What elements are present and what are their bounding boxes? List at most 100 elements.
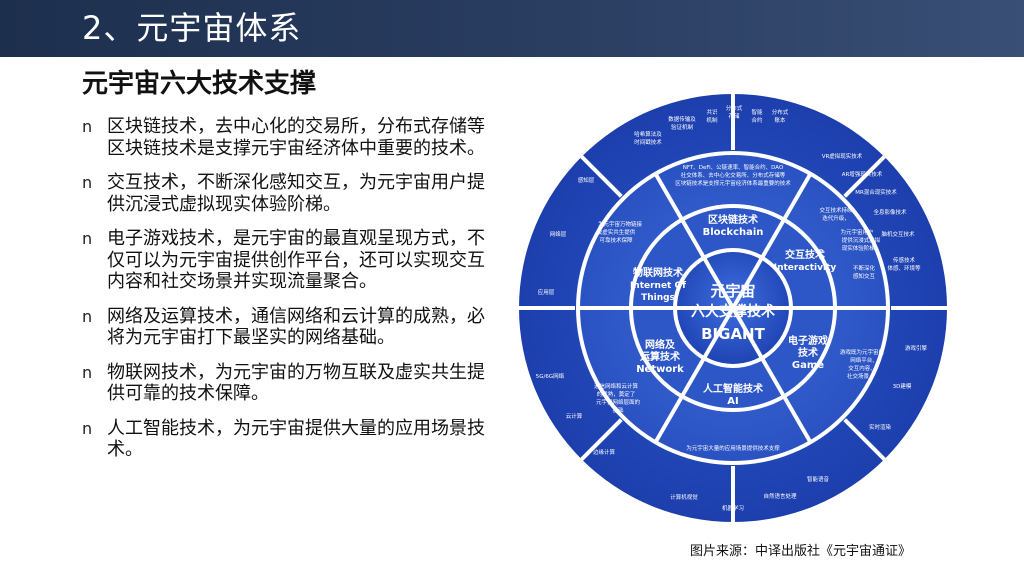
- bullet-text: 交互技术，不断深化感知交互，为元宇宙用户提供沉浸式虚拟现实体验阶梯。: [107, 172, 485, 215]
- segment-iot-en2: Things: [641, 293, 675, 303]
- note-iot-1: 为元宇宙万物链接: [598, 220, 643, 228]
- note-interactivity-3: 为元宇宙用户: [840, 228, 873, 236]
- outer-label-14: 3D建模: [893, 382, 912, 390]
- note-interactivity-5: 现实体验阶梯，: [842, 244, 881, 252]
- segment-titles: 区块链技术 Blockchain 交互技术 Interactivity 电子游戏…: [630, 213, 836, 407]
- segment-iot-en: Internet Of: [630, 281, 686, 291]
- title-bar: 2、元宇宙体系: [0, 0, 1024, 57]
- note-blockchain-1: NFT、DeFi、公链速率、智能合约、DAO: [683, 163, 784, 171]
- note-interactivity-1: 交互技术持续: [819, 206, 853, 214]
- outer-label-9: MR混合现实技术: [855, 188, 897, 196]
- center-line3: BIGANT: [701, 325, 765, 343]
- outer-label-17: 自然语言处理: [763, 492, 797, 500]
- outer-label-25: 应用层: [538, 288, 555, 296]
- segment-network-cn2: 运算技术: [640, 350, 680, 363]
- outer-label-10: 全息影像技术: [873, 208, 907, 216]
- note-interactivity-6: 不断深化: [853, 264, 876, 272]
- note-network-2: 的成熟，奠定了: [597, 390, 636, 398]
- bullet-marker: n: [82, 418, 93, 438]
- bullet-blockchain: n 区块链技术，去中心化的交易所，分布式存储等区块链技术是支撑元宇宙经济体中重要…: [82, 116, 502, 159]
- segment-game-cn2: 技术: [798, 346, 818, 359]
- bullet-marker: n: [82, 229, 93, 248]
- bullet-interactivity: n 交互技术，不断深化感知交互，为元宇宙用户提供沉浸式虚拟现实体验阶梯。: [82, 172, 502, 215]
- outer-label-19: 计算机视觉: [670, 493, 698, 501]
- bullet-text: 电子游戏技术，是元宇宙的最直观呈现方式，不仅可以为元宇宙提供创作平台，还可以实现…: [107, 228, 485, 292]
- bullet-marker: n: [82, 362, 93, 382]
- segment-ai-cn: 人工智能技术: [703, 382, 763, 395]
- bullet-text: 物联网技术，为元宇宙的万物互联及虚实共生提供可靠的技术保障。: [107, 361, 485, 405]
- slide-title: 2、元宇宙体系: [82, 9, 302, 47]
- outer-label-5b: 账本: [774, 116, 786, 124]
- diagram-svg: 元宇宙 六大支撑技术 BIGANT 区块链技术 Blockchain 交互技术 …: [517, 92, 949, 524]
- segment-iot-cn: 物联网技术: [633, 266, 683, 279]
- outer-label-7: VR虚拟现实技术: [822, 152, 863, 160]
- outer-label-6b: 时间戳技术: [634, 138, 662, 146]
- note-iot-3: 可靠技术保障: [599, 236, 633, 244]
- outer-label-18: 机器学习: [722, 504, 744, 512]
- outer-label-22: 5G/6G网络: [536, 372, 565, 380]
- inner-dividers: [629, 216, 837, 400]
- outer-label-21: 云计算: [566, 412, 583, 420]
- note-game-3: 交互内容、: [848, 364, 876, 372]
- bullet-ai: n 人工智能技术，为元宇宙提供大量的应用场景技术。: [82, 418, 502, 461]
- outer-label-5: 分布式: [772, 108, 789, 116]
- segment-game-cn: 电子游戏: [788, 334, 828, 347]
- bullet-list: n 区块链技术，去中心化的交易所，分布式存储等区块链技术是支撑元宇宙经济体中重要…: [82, 116, 502, 474]
- technology-diagram: 元宇宙 六大支撑技术 BIGANT 区块链技术 Blockchain 交互技术 …: [512, 86, 954, 537]
- image-source-caption: 图片来源：中译出版社《元宇宙通证》: [690, 544, 912, 559]
- bullet-text: 网络及运算技术，通信网络和云计算的成熟，必将为元宇宙打下最坚实的网络基础。: [107, 305, 485, 349]
- outer-label-4: 智能: [751, 108, 763, 116]
- slide-subtitle: 元宇宙六大技术支撑: [82, 69, 317, 99]
- outer-label-13: 游戏引擎: [905, 344, 928, 352]
- note-network-4: 基础: [612, 406, 624, 414]
- note-game-4: 社交场景: [847, 372, 870, 380]
- outer-label-3b: 存储: [728, 112, 740, 120]
- note-interactivity-7: 感知交互: [853, 272, 876, 280]
- bullet-network: n 网络及运算技术，通信网络和云计算的成熟，必将为元宇宙打下最坚实的网络基础。: [82, 306, 502, 349]
- note-network-3: 元宇宙网络层面的: [596, 398, 641, 406]
- outer-label-4b: 合约: [751, 116, 763, 124]
- note-game-1: 游戏既为元宇宙的: [840, 348, 885, 356]
- middle-notes: NFT、DeFi、公链速率、智能合约、DAO 社交体系、去中心化交易所、分布式存…: [594, 163, 885, 452]
- outer-label-24: 网络层: [550, 230, 567, 238]
- outer-label-23: 感知层: [578, 176, 595, 184]
- bullet-iot: n 物联网技术，为元宇宙的万物互联及虚实共生提供可靠的技术保障。: [82, 362, 502, 405]
- bullet-marker: n: [82, 173, 93, 192]
- outer-label-8: AR增强现实技术: [842, 170, 883, 178]
- segment-blockchain-en: Blockchain: [703, 227, 764, 238]
- segment-network-en: Network: [636, 364, 684, 375]
- bullet-text: 人工智能技术，为元宇宙提供大量的应用场景技术。: [107, 417, 485, 461]
- middle-dividers: [577, 171, 889, 445]
- outer-label-12b: 体感、环境等: [887, 264, 921, 272]
- outer-label-11: 脑机交互技术: [881, 230, 915, 238]
- outer-label-3: 分布式: [726, 104, 743, 112]
- center-text: 元宇宙 六大支撑技术 BIGANT: [691, 282, 775, 343]
- note-ai-1: 为元宇宙大量的应用场景提供技术支撑: [686, 444, 780, 452]
- center-line1: 元宇宙: [710, 282, 755, 300]
- center-line2: 六大支撑技术: [691, 303, 775, 320]
- bullet-text: 区块链技术，去中心化的交易所，分布式存储等区块链技术是支撑元宇宙经济体中重要的技…: [107, 116, 485, 159]
- segment-interactivity-cn: 交互技术: [785, 248, 825, 261]
- outer-label-20: 边缘计算: [593, 448, 616, 456]
- outer-label-15: 实时渲染: [869, 423, 892, 431]
- note-interactivity-2: 迭代升级，: [822, 214, 850, 222]
- outer-labels: 数据传输及 验证机制 共识 机制 分布式 存储 智能 合约 分布式 账本 哈希算…: [536, 104, 928, 512]
- segment-blockchain-cn: 区块链技术: [708, 213, 758, 226]
- outer-label-1b: 验证机制: [671, 123, 694, 131]
- outer-label-12: 传感技术: [893, 256, 916, 264]
- note-game-2: 网络平台、: [850, 356, 878, 364]
- outer-label-16: 智能语音: [807, 475, 830, 483]
- note-interactivity-4: 提供沉浸式虚拟: [842, 236, 881, 244]
- outer-label-2: 共识: [706, 108, 718, 116]
- note-iot-2: 及虚实共生提供: [597, 228, 636, 236]
- bullet-game: n 电子游戏技术，是元宇宙的最直观呈现方式，不仅可以为元宇宙提供创作平台，还可以…: [82, 228, 502, 293]
- segment-game-en: Game: [792, 360, 824, 371]
- outer-label-6: 哈希算法及: [634, 130, 662, 138]
- note-blockchain-3: 区块链技术是支撑元宇宙经济体系最重要的技术: [675, 179, 791, 187]
- outer-label-1: 数据传输及: [668, 115, 696, 123]
- note-blockchain-2: 社交体系、去中心化交易所、分布式存储等: [681, 171, 786, 179]
- bullet-marker: n: [82, 306, 93, 326]
- segment-network-cn: 网络及: [645, 338, 676, 351]
- outer-dividers: [517, 92, 949, 524]
- bullet-marker: n: [82, 117, 93, 136]
